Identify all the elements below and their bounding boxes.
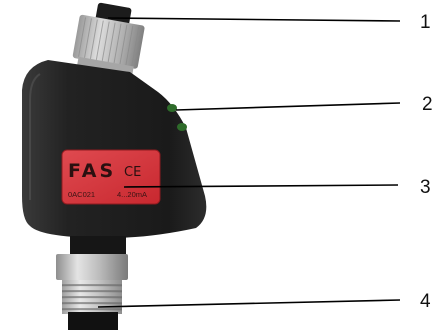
leader-2 — [176, 103, 400, 110]
label-ce-mark: CE — [124, 165, 141, 180]
callout-2: 2 — [422, 94, 433, 115]
product-label: FAS CE 0AC021 4...20mA — [62, 150, 160, 204]
leader-4 — [98, 300, 400, 307]
callout-1: 1 — [420, 12, 431, 33]
label-product-code: 0AC021 — [68, 190, 95, 199]
callout-4: 4 — [420, 291, 431, 312]
housing-body — [22, 60, 206, 238]
led-upper — [167, 104, 177, 112]
fitting-neck — [70, 236, 126, 256]
led-lower — [177, 123, 187, 131]
bottom-fitting — [56, 236, 128, 330]
callout-3: 3 — [420, 177, 431, 198]
label-brand: FAS — [68, 160, 116, 182]
leader-1 — [108, 18, 400, 21]
fitting-hex-nut — [56, 254, 128, 280]
fitting-tip — [68, 312, 118, 330]
label-signal-range: 4...20mA — [117, 190, 147, 199]
